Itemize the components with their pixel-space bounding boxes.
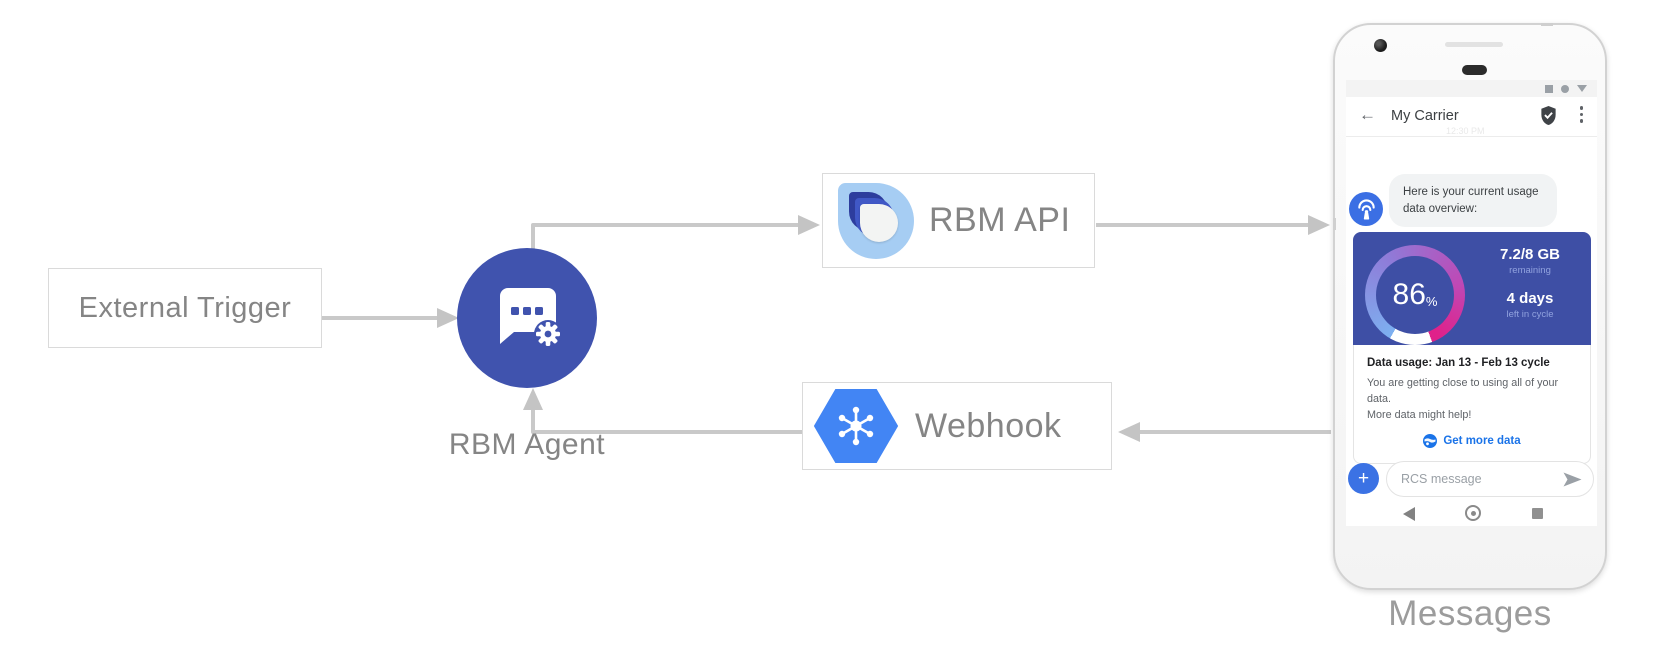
- send-icon[interactable]: [1563, 472, 1582, 487]
- rbm-agent-node: [457, 248, 597, 388]
- plus-icon: +: [1357, 468, 1370, 489]
- phone-mockup: ← My Carrier 12:30 PM: [1333, 23, 1607, 590]
- arrowhead-right-2: [798, 215, 820, 235]
- gauge-percent-unit: %: [1425, 293, 1438, 309]
- nav-home-icon[interactable]: [1465, 505, 1481, 521]
- external-trigger-node: External Trigger: [48, 268, 322, 348]
- webhook-node: Webhook: [802, 382, 1112, 470]
- agent-message-text: Here is your current usage data overview…: [1403, 186, 1539, 215]
- rbm-api-node: RBM API: [822, 173, 1095, 268]
- get-more-data-label: Get more data: [1443, 434, 1521, 447]
- bezel-notch: [1333, 218, 1336, 230]
- verified-shield-icon: [1539, 105, 1558, 126]
- earpiece-icon: [1462, 65, 1487, 75]
- arrowhead-right-1: [437, 308, 459, 328]
- rbm-agent-label: RBM Agent: [448, 428, 606, 461]
- webhook-label: Webhook: [915, 406, 1062, 445]
- rbm-api-logo-icon: [838, 182, 914, 259]
- front-camera-icon: [1374, 39, 1387, 52]
- phone-screen: ← My Carrier 12:30 PM: [1346, 80, 1597, 526]
- agent-avatar: [1349, 192, 1383, 226]
- globe-icon: [1423, 433, 1438, 448]
- gauge-percent: 86: [1392, 278, 1426, 311]
- rcs-message-input[interactable]: [1401, 472, 1541, 486]
- cycle-label: left in cycle: [1506, 309, 1554, 320]
- agent-message-bubble: Here is your current usage data overview…: [1389, 174, 1557, 228]
- app-bar: ← My Carrier 12:30 PM: [1346, 97, 1597, 137]
- usage-body-line2: More data might help!: [1367, 409, 1472, 422]
- usage-title: Data usage: Jan 13 - Feb 13 cycle: [1367, 357, 1550, 369]
- status-icon-square: [1545, 84, 1553, 93]
- usage-gauge-ring: 86 %: [1365, 245, 1465, 345]
- android-nav-bar: [1346, 501, 1597, 526]
- external-trigger-label: External Trigger: [78, 291, 292, 324]
- remaining-label: remaining: [1509, 265, 1551, 276]
- remaining-value: 7.2/8 GB: [1499, 246, 1561, 263]
- attach-plus-button[interactable]: +: [1348, 463, 1379, 494]
- arrowhead-left-1: [1118, 422, 1140, 442]
- conversation-title: My Carrier: [1391, 108, 1459, 124]
- messages-caption: Messages: [1388, 594, 1552, 633]
- cycle-value: 4 days: [1506, 290, 1554, 307]
- usage-body-line1: You are getting close to using all of yo…: [1367, 377, 1559, 406]
- back-arrow-icon[interactable]: ←: [1359, 105, 1376, 124]
- nav-back-icon[interactable]: [1403, 507, 1415, 521]
- status-icon-circle: [1561, 84, 1569, 93]
- get-more-data-button[interactable]: Get more data: [1367, 433, 1577, 450]
- arrow-agent-to-api: [531, 223, 798, 250]
- overflow-menu-icon[interactable]: [1579, 106, 1583, 123]
- arrowhead-up-1: [523, 388, 543, 410]
- rbm-api-label: RBM API: [929, 201, 1071, 239]
- message-composer[interactable]: [1386, 461, 1594, 497]
- usage-rich-card: 86 % 7.2/8 GB remaining 4 days left in c…: [1353, 232, 1591, 464]
- webhook-hexagon-icon: [813, 389, 899, 463]
- time-watermark: 12:30 PM: [1446, 126, 1485, 136]
- status-icon-triangle: [1577, 85, 1587, 92]
- bezel-notch: [1541, 23, 1553, 26]
- antenna-wifi-icon: [1357, 198, 1375, 220]
- usage-gauge-panel: 86 % 7.2/8 GB remaining 4 days left in c…: [1353, 232, 1591, 345]
- status-bar: [1346, 80, 1597, 97]
- nav-recents-icon[interactable]: [1532, 508, 1543, 519]
- usage-details-panel: Data usage: Jan 13 - Feb 13 cycle You ar…: [1353, 345, 1591, 464]
- chat-bubble-gear-icon: [500, 288, 562, 348]
- usage-stats: 7.2/8 GB remaining 4 days left in cycle: [1475, 246, 1585, 321]
- speaker-slot-icon: [1445, 42, 1503, 47]
- arrowhead-right-3: [1308, 215, 1330, 235]
- arrow-webhook-to-agent: [531, 410, 802, 434]
